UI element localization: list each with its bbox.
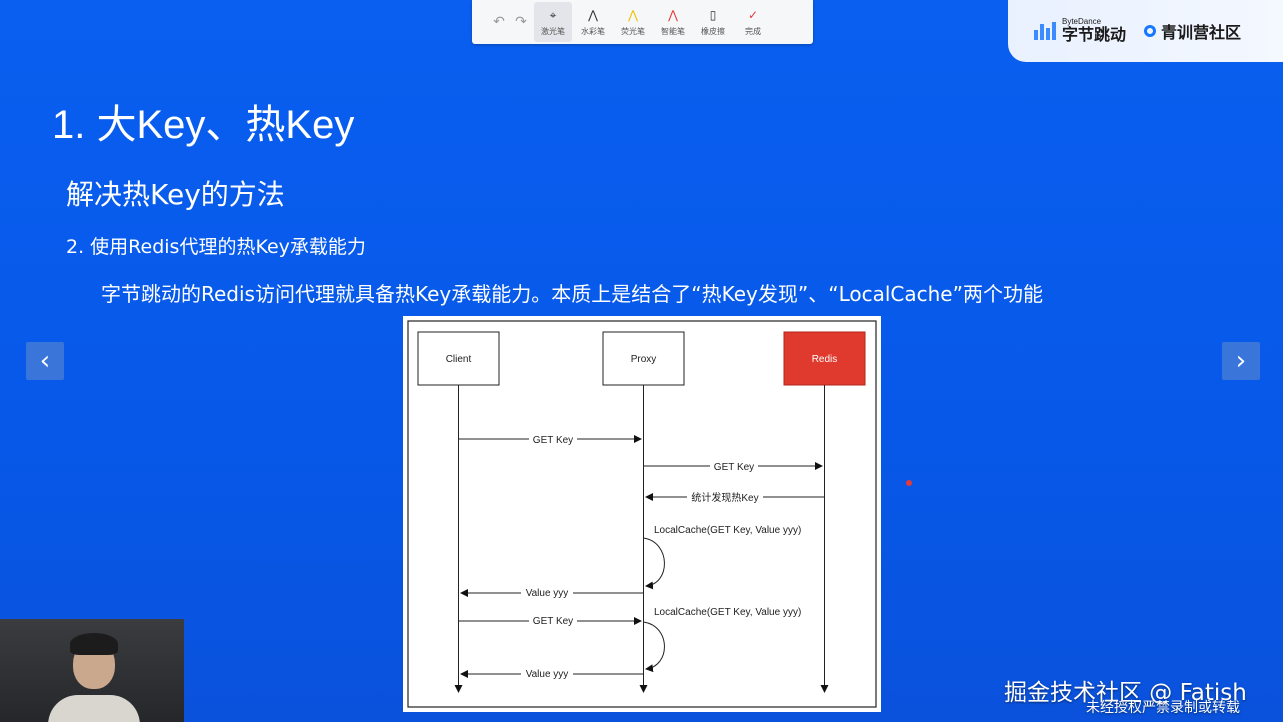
message-label: 统计发现热Key: [691, 491, 758, 504]
actor-proxy-label: Proxy: [631, 354, 657, 365]
slide-point: 2. 使用Redis代理的热Key承载能力: [66, 232, 366, 259]
tool-smart-pen[interactable]: ⋀ 智能笔: [654, 2, 692, 42]
message-label: GET Key: [533, 616, 573, 627]
undo-icon[interactable]: ↶: [488, 14, 510, 30]
self-loop-arrow: [644, 538, 665, 586]
presenter-body: [48, 695, 140, 722]
message-label: Value yyy: [526, 669, 569, 680]
slide-title: 1. 大Key、热Key: [52, 92, 354, 150]
laser-pointer-dot: [906, 480, 912, 486]
tool-label: 橡皮擦: [701, 26, 725, 37]
brand-banner: ByteDance 字节跳动 青训营社区: [1008, 0, 1283, 62]
chevron-right-icon: ›: [1236, 346, 1246, 376]
tool-highlighter[interactable]: ⋀ 荧光笔: [614, 2, 652, 42]
message-label: GET Key: [533, 435, 573, 446]
eraser-icon: ▯: [710, 8, 717, 22]
laser-pen-icon: ⌖: [550, 8, 557, 22]
slide-description: 字节跳动的Redis访问代理就具备热Key承载能力。本质上是结合了“热Key发现…: [101, 278, 1043, 307]
message-label: LocalCache(GET Key, Value yyy): [654, 607, 801, 618]
annotation-toolbar: ↶ ↷ ⌖ 激光笔 ⋀ 水彩笔 ⋀ 荧光笔 ⋀ 智能笔 ▯ 橡皮擦 ✓ 完成: [472, 0, 813, 44]
redo-icon[interactable]: ↷: [510, 14, 532, 30]
webcam-feed: [0, 619, 184, 722]
bytedance-logo-icon: [1034, 22, 1056, 40]
community-logo: 青训营社区: [1144, 19, 1241, 43]
tool-label: 激光笔: [541, 26, 565, 37]
smart-pen-icon: ⋀: [668, 8, 678, 22]
tool-laser-pen[interactable]: ⌖ 激光笔: [534, 2, 572, 42]
slide-subtitle: 解决热Key的方法: [66, 173, 285, 213]
chevron-left-icon: ‹: [40, 346, 50, 376]
next-slide-button[interactable]: ›: [1222, 342, 1260, 380]
ring-icon: [1144, 25, 1156, 37]
actor-client-label: Client: [446, 354, 472, 365]
tool-done[interactable]: ✓ 完成: [734, 2, 772, 42]
tool-label: 荧光笔: [621, 26, 645, 37]
highlighter-icon: ⋀: [628, 8, 638, 22]
message-label: Value yyy: [526, 588, 569, 599]
presenter-hair: [70, 633, 118, 655]
message-label: GET Key: [714, 462, 754, 473]
actor-redis-label: Redis: [812, 354, 838, 365]
tool-label: 水彩笔: [581, 26, 605, 37]
watercolor-pen-icon: ⋀: [588, 8, 598, 22]
message-label: LocalCache(GET Key, Value yyy): [654, 525, 801, 536]
sequence-diagram: Client Proxy Redis GET Key GET Key 统计发现热…: [403, 316, 881, 712]
tool-eraser[interactable]: ▯ 橡皮擦: [694, 2, 732, 42]
watermark-line2: 未经授权严禁录制或转载: [1086, 697, 1240, 717]
tool-label: 智能笔: [661, 26, 685, 37]
community-name: 青训营社区: [1161, 19, 1241, 43]
tool-label: 完成: [745, 26, 761, 37]
done-check-icon: ✓: [748, 8, 758, 22]
prev-slide-button[interactable]: ‹: [26, 342, 64, 380]
tool-watercolor-pen[interactable]: ⋀ 水彩笔: [574, 2, 612, 42]
bytedance-cn: 字节跳动: [1062, 26, 1126, 44]
self-loop-arrow: [644, 622, 665, 669]
bytedance-wordmark: ByteDance 字节跳动: [1062, 18, 1126, 44]
